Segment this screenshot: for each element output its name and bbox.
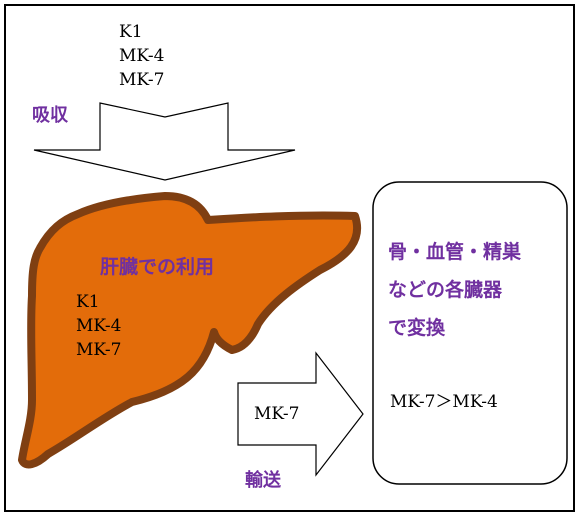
- liver-form: K1: [76, 292, 100, 312]
- organs-line: で変換: [388, 317, 446, 339]
- liver-form: MK-4: [76, 316, 122, 336]
- conversion-text: MK-7＞MK-4: [390, 392, 498, 412]
- liver-form: MK-7: [76, 340, 122, 360]
- organs-text: 骨・血管・精巣 などの各臓器 で変換: [388, 233, 521, 347]
- absorbed-form: MK-4: [119, 46, 165, 66]
- absorbed-form: MK-7: [119, 70, 165, 90]
- absorbed-form: K1: [119, 22, 143, 42]
- transport-arrow: [237, 351, 364, 477]
- outer-frame: [4, 4, 575, 512]
- organs-line: などの各臓器: [388, 279, 503, 301]
- organs-line: 骨・血管・精巣: [388, 241, 522, 263]
- absorbed-forms-list: K1 MK-4 MK-7: [119, 20, 164, 92]
- absorption-label: 吸収: [32, 105, 68, 126]
- organs-box: [372, 181, 568, 485]
- transport-form: MK-7: [254, 404, 300, 424]
- liver-shape: [18, 192, 362, 469]
- liver-label: 肝臓での利用: [100, 256, 215, 278]
- transport-label: 輸送: [245, 470, 281, 491]
- absorption-arrow: [33, 102, 296, 181]
- liver-forms-list: K1 MK-4 MK-7: [76, 290, 121, 362]
